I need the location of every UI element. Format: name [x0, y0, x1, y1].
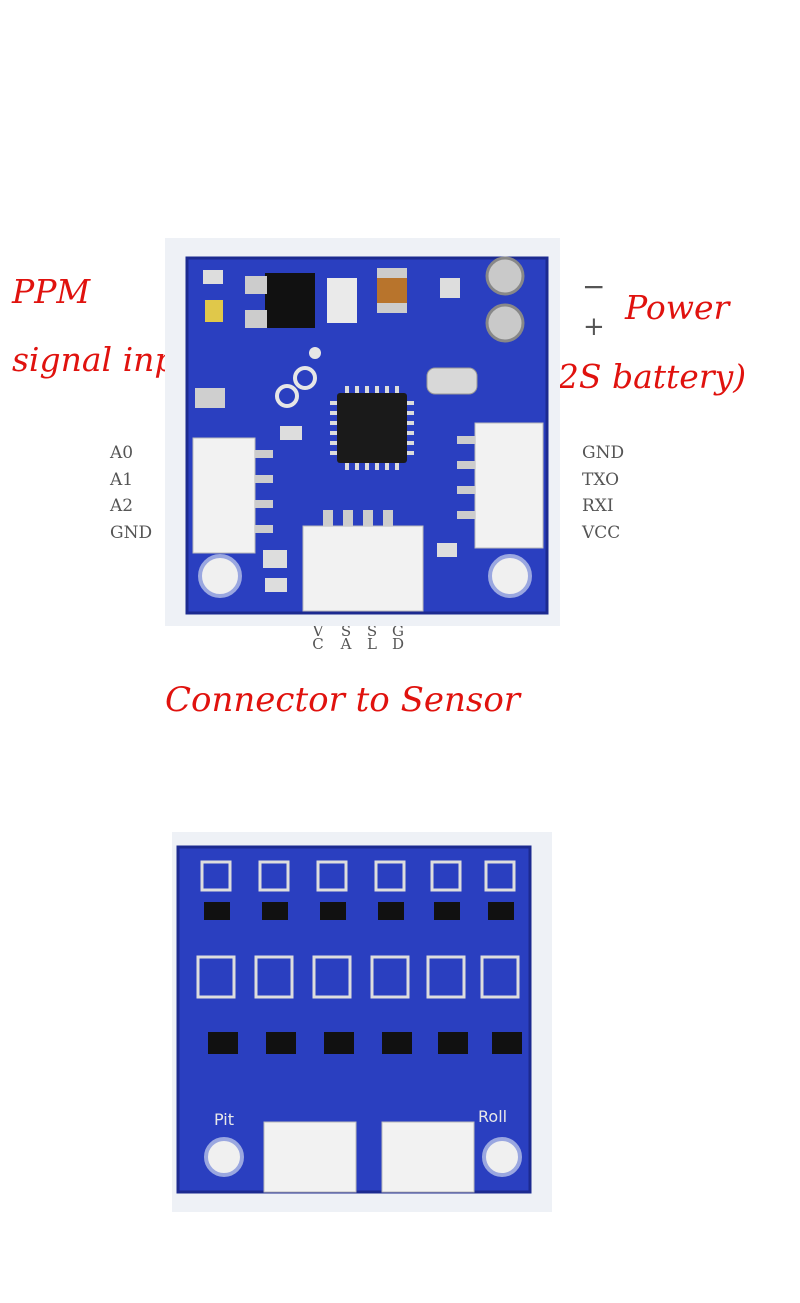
driver-board: Pit Roll — [172, 832, 552, 1212]
right-pin-gnd: GND — [582, 443, 625, 463]
left-pin-a1: A1 — [110, 470, 134, 490]
bottom-pin-vcc-top: V — [312, 622, 324, 640]
microcontroller — [337, 393, 407, 463]
bottom-pin-scl-top: S — [366, 622, 378, 640]
pitch-connector — [263, 1121, 357, 1193]
bottom-pin-scl: S L — [366, 622, 378, 653]
power-label: Power — [625, 288, 730, 327]
bottom-pin-gnd-top: G — [392, 622, 404, 640]
roll-connector — [381, 1121, 475, 1193]
battery-label: (2S battery) — [545, 357, 747, 396]
driver-channels — [196, 860, 522, 1054]
bottom-pin-sda-bottom: A — [340, 635, 352, 653]
left-pin-gnd: GND — [110, 523, 153, 543]
power-pad-plus — [485, 303, 525, 343]
right-pin-rxi: RXI — [582, 496, 614, 516]
power-minus-label: − — [582, 270, 606, 303]
roll-silkscreen: Roll — [478, 1107, 507, 1126]
bottom-pin-sda-top: S — [340, 622, 352, 640]
mounting-hole-right — [488, 554, 532, 598]
driver-mounting-hole-left — [204, 1137, 244, 1177]
ppm-label: PPM — [12, 272, 91, 311]
pitch-silkscreen: Pit — [214, 1110, 234, 1129]
sensor-connector-label: Connector to Sensor — [165, 680, 521, 720]
crystal — [426, 367, 478, 395]
mounting-hole-left — [198, 554, 242, 598]
bottom-pin-gnd-bottom: D — [392, 635, 405, 653]
bottom-pin-sda: S A — [340, 622, 352, 653]
right-pin-txo: TXO — [582, 470, 620, 490]
bottom-pin-scl-bottom: L — [367, 635, 377, 653]
right-pin-vcc: VCC — [582, 523, 621, 543]
right-connector — [474, 422, 544, 549]
controller-board — [165, 238, 560, 626]
voltage-regulator — [265, 273, 315, 328]
sensor-connector — [302, 525, 424, 612]
power-pad-minus — [485, 256, 525, 296]
bottom-pin-vcc: V C — [312, 622, 324, 653]
driver-mounting-hole-right — [482, 1137, 522, 1177]
left-pin-a0: A0 — [110, 443, 134, 463]
bottom-pin-vcc-bottom: C — [312, 635, 324, 653]
bottom-pin-gnd: G D — [392, 622, 405, 653]
left-pin-a2: A2 — [110, 496, 134, 516]
left-connector — [192, 437, 256, 554]
power-plus-label: + — [583, 312, 605, 342]
